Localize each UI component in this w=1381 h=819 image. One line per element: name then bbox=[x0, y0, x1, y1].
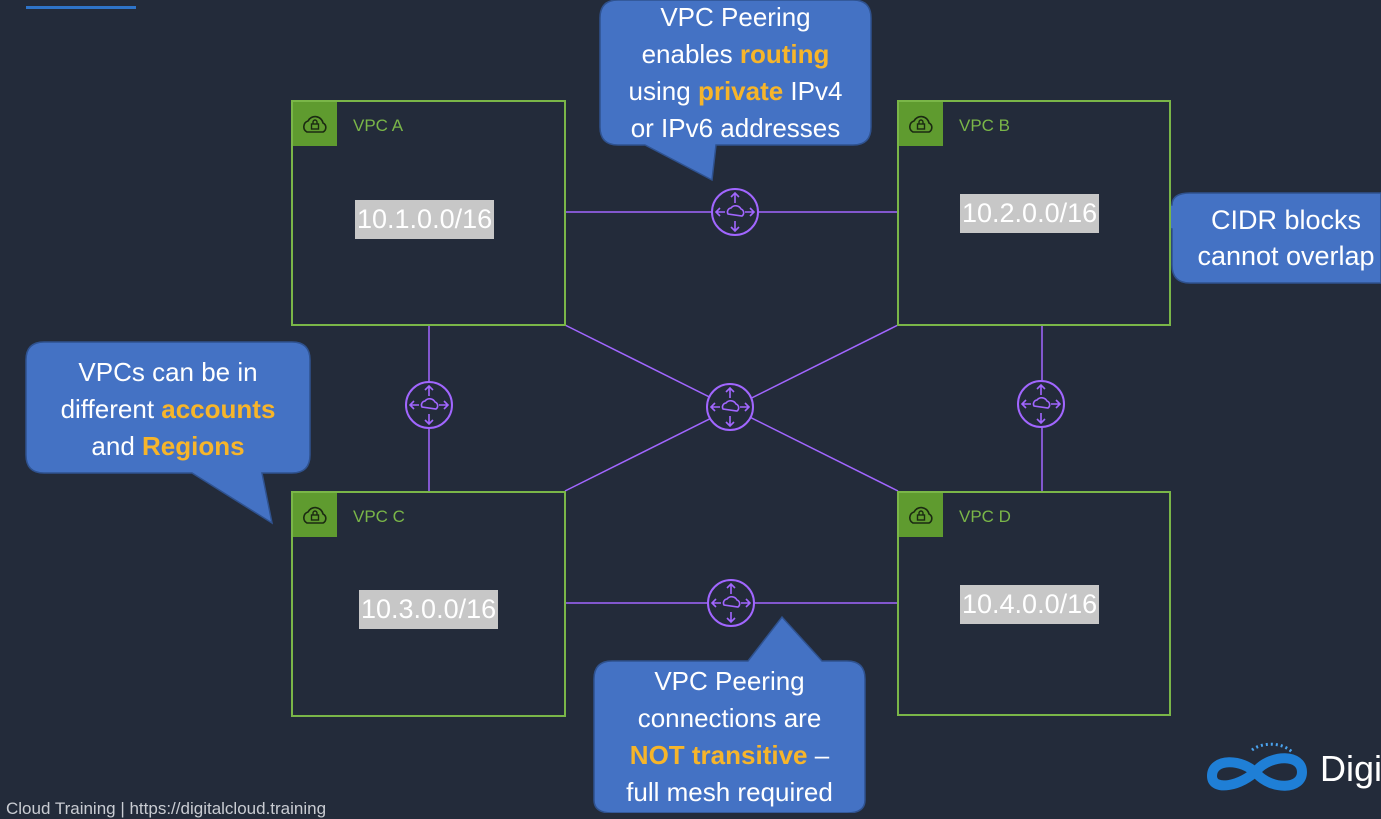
callout-top-line4: or IPv6 addresses bbox=[630, 113, 841, 143]
callout-bottom-line4: full mesh required bbox=[626, 777, 833, 807]
callout-right-line2: cannot overlap bbox=[1197, 241, 1375, 271]
footer-text: Cloud Training | https://digitalcloud.tr… bbox=[6, 799, 327, 818]
callout-left-highlight-regions: Regions bbox=[142, 431, 245, 461]
vpc-c-label: VPC C bbox=[353, 507, 405, 526]
vpc-lock-cloud-icon bbox=[899, 493, 943, 537]
callout-bottom-line2: connections are bbox=[637, 703, 822, 733]
callout-right-line1: CIDR blocks bbox=[1210, 205, 1362, 235]
callout-top-line3-post: IPv4 bbox=[783, 76, 843, 106]
callout-top-highlight-routing: routing bbox=[739, 39, 830, 69]
vpc-lock-cloud-icon bbox=[899, 102, 943, 146]
callout-shape-left bbox=[25, 341, 311, 525]
callout-bottom-line3-post: – bbox=[807, 740, 830, 770]
callout-bottom-line3: NOT transitive – bbox=[594, 737, 865, 774]
callout-top-line3-pre: using bbox=[628, 76, 698, 106]
vpc-a-box: VPC A 10.1.0.0/16 bbox=[291, 100, 566, 326]
brand-name: Digi bbox=[1320, 748, 1381, 789]
callout-left-line1: VPCs can be in bbox=[78, 357, 258, 387]
callout-left-line2: different accounts bbox=[26, 391, 310, 428]
callout-top-line2-pre: enables bbox=[641, 39, 740, 69]
callout-bottom-text: VPC Peering connections are NOT transiti… bbox=[594, 663, 865, 811]
vpc-c-box: VPC C 10.3.0.0/16 bbox=[291, 491, 566, 717]
callout-left-line3-pre: and bbox=[91, 431, 143, 461]
vpc-d-label: VPC D bbox=[959, 507, 1011, 526]
vpc-a-cidr: 10.1.0.0/16 bbox=[355, 200, 495, 239]
callout-top-highlight-private: private bbox=[697, 76, 784, 106]
callout-top-text: VPC Peering enables routing using privat… bbox=[600, 0, 871, 147]
infinity-cloud-logo-icon bbox=[1206, 742, 1308, 791]
title-accent-bar bbox=[26, 6, 136, 9]
vpc-b-box: VPC B 10.2.0.0/16 bbox=[897, 100, 1171, 326]
vpc-c-cidr: 10.3.0.0/16 bbox=[359, 590, 499, 629]
vpc-b-label: VPC B bbox=[959, 116, 1011, 135]
callout-top-line3: using private IPv4 bbox=[600, 73, 871, 110]
callout-left-line3: and Regions bbox=[26, 428, 310, 465]
callout-left-line2-pre: different bbox=[60, 394, 162, 424]
callout-top-line1: VPC Peering bbox=[660, 2, 811, 32]
vpc-d-cidr: 10.4.0.0/16 bbox=[960, 585, 1100, 624]
callout-left-text: VPCs can be in different accounts and Re… bbox=[26, 354, 310, 465]
callout-shape-top bbox=[599, 0, 872, 182]
vpc-b-cidr: 10.2.0.0/16 bbox=[960, 194, 1100, 233]
callout-right-text: CIDR blocks cannot overlap bbox=[1176, 202, 1381, 274]
callout-shape-right bbox=[1116, 192, 1381, 284]
vpc-lock-cloud-icon bbox=[293, 493, 337, 537]
vpc-d-box: VPC D 10.4.0.0/16 bbox=[897, 491, 1171, 716]
callout-bottom-line1: VPC Peering bbox=[654, 666, 805, 696]
vpc-lock-cloud-icon bbox=[293, 102, 337, 146]
vpc-a-label: VPC A bbox=[353, 116, 404, 135]
callout-left-highlight-accounts: accounts bbox=[161, 394, 276, 424]
callout-bottom-highlight-not-transitive: NOT transitive bbox=[629, 740, 808, 770]
callout-top-line2: enables routing bbox=[600, 36, 871, 73]
